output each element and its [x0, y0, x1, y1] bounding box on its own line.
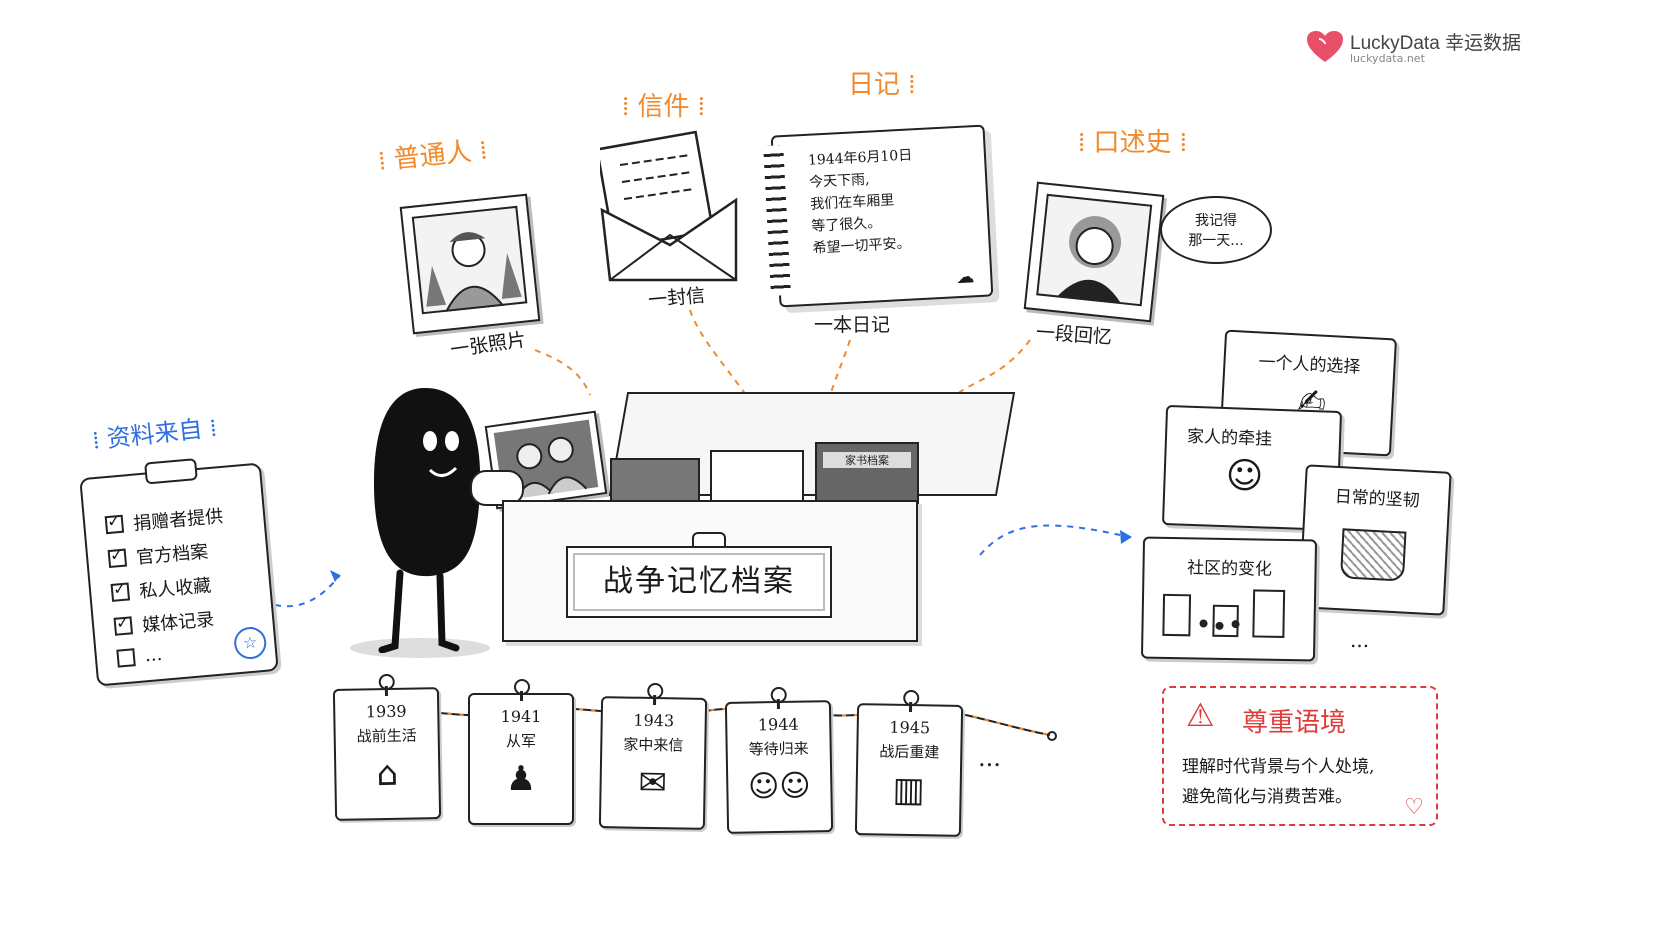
timeline-card: 1944 等待归来 ☺☺: [724, 686, 834, 834]
source-item: 私人收藏: [110, 570, 230, 606]
soldier-photo: [399, 193, 541, 335]
checkbox-checked-icon: [104, 514, 125, 535]
tag-letters: ⁞ 信件 ⁞: [622, 92, 706, 122]
elder-photo: [1023, 181, 1165, 323]
sources-clipboard: 捐赠者提供 官方档案 私人收藏 媒体记录 ... ☆: [79, 458, 279, 687]
archive-label: 战争记忆档案: [603, 564, 795, 599]
caption-letter: 一封信: [647, 284, 706, 312]
brand-url: luckydata.net: [1350, 52, 1425, 65]
pin-icon: [647, 682, 664, 700]
basket-vendor-icon: [1339, 528, 1407, 582]
pin-icon: [514, 679, 530, 701]
notice-box: ⚠ 尊重语境 理解时代背景与个人处境, 避免简化与消费苦难。 ♡: [1162, 686, 1438, 826]
stories-more: ...: [1350, 628, 1370, 652]
magnifier-star-icon: ☆: [232, 625, 268, 661]
elder-portrait-icon: [1036, 193, 1153, 307]
diary-notebook: 1944年6月10日 今天下雨, 我们在车厢里 等了很久。 希望一切平安。 ☁: [763, 124, 994, 308]
diary-line: 希望一切平安。: [812, 235, 911, 257]
waving-people-icon: ☺☺: [747, 768, 811, 805]
city-people-icon: [1162, 589, 1286, 638]
notice-line: 理解时代背景与个人处境,: [1182, 757, 1375, 777]
story-card-community: 社区的变化: [1140, 536, 1318, 662]
source-item: ...: [116, 637, 235, 668]
warning-icon: ⚠: [1186, 696, 1215, 734]
pin-icon: [770, 686, 787, 704]
caption-diary: 一本日记: [814, 314, 891, 336]
timeline-more: ...: [978, 744, 1001, 772]
soldier-portrait-icon: [411, 205, 528, 315]
clipboard-clip-icon: [144, 458, 198, 485]
source-item: 媒体记录: [113, 604, 233, 640]
envelope-with-letter-icon: [595, 130, 738, 282]
person-reading-letter-icon: ☺: [1225, 455, 1264, 498]
tag-diary: 日记 ⁞: [848, 70, 916, 100]
checkbox-checked-icon: [110, 582, 131, 602]
mascot-figure-icon: [373, 388, 495, 654]
pin-icon: [378, 673, 395, 691]
source-item: 官方档案: [107, 536, 227, 572]
book-title: 家书档案: [823, 452, 911, 468]
brand-logo: LuckyData 幸运数据 luckydata.net: [1306, 28, 1646, 68]
tag-oral-history: ⁞ 口述史 ⁞: [1078, 128, 1188, 158]
story-card-resilience: 日常的坚韧: [1298, 464, 1452, 616]
archive-box: 战争记忆档案: [502, 500, 918, 642]
letter-envelope: [595, 130, 740, 285]
heart-icon: ♡: [1404, 795, 1424, 820]
checkbox-empty-icon: [116, 647, 136, 668]
timeline-card: 1941 从军 ♟: [468, 679, 574, 825]
checkbox-checked-icon: [113, 616, 134, 636]
timeline-card: 1945 战后重建 ▥: [854, 689, 964, 837]
rain-cloud-icon: ☁: [955, 266, 975, 289]
soldier-icon: ♟: [505, 759, 537, 799]
archive-label-plate: 战争记忆档案: [566, 546, 832, 618]
caption-memory: 一段回忆: [1035, 321, 1113, 349]
city-rebuild-icon: ▥: [892, 769, 926, 811]
checkbox-checked-icon: [107, 548, 128, 569]
envelope-icon: ✉: [638, 762, 668, 804]
brand-name: LuckyData 幸运数据: [1350, 33, 1522, 54]
speech-line: 那一天...: [1188, 233, 1244, 249]
speech-line: 我记得: [1195, 213, 1237, 229]
notice-line: 避免简化与消费苦难。: [1182, 787, 1352, 807]
house-trees-icon: ⌂: [376, 753, 399, 795]
timeline-card: 1943 家中来信 ✉: [598, 682, 708, 830]
timeline-card: 1939 战前生活 ⌂: [332, 673, 442, 821]
source-item: 捐赠者提供: [104, 502, 224, 538]
pin-icon: [903, 689, 920, 707]
speech-bubble: 我记得 那一天...: [1160, 196, 1272, 264]
character-mascot: [370, 388, 495, 654]
notice-title: 尊重语境: [1242, 708, 1347, 738]
heart-logo-icon: [1307, 31, 1343, 62]
